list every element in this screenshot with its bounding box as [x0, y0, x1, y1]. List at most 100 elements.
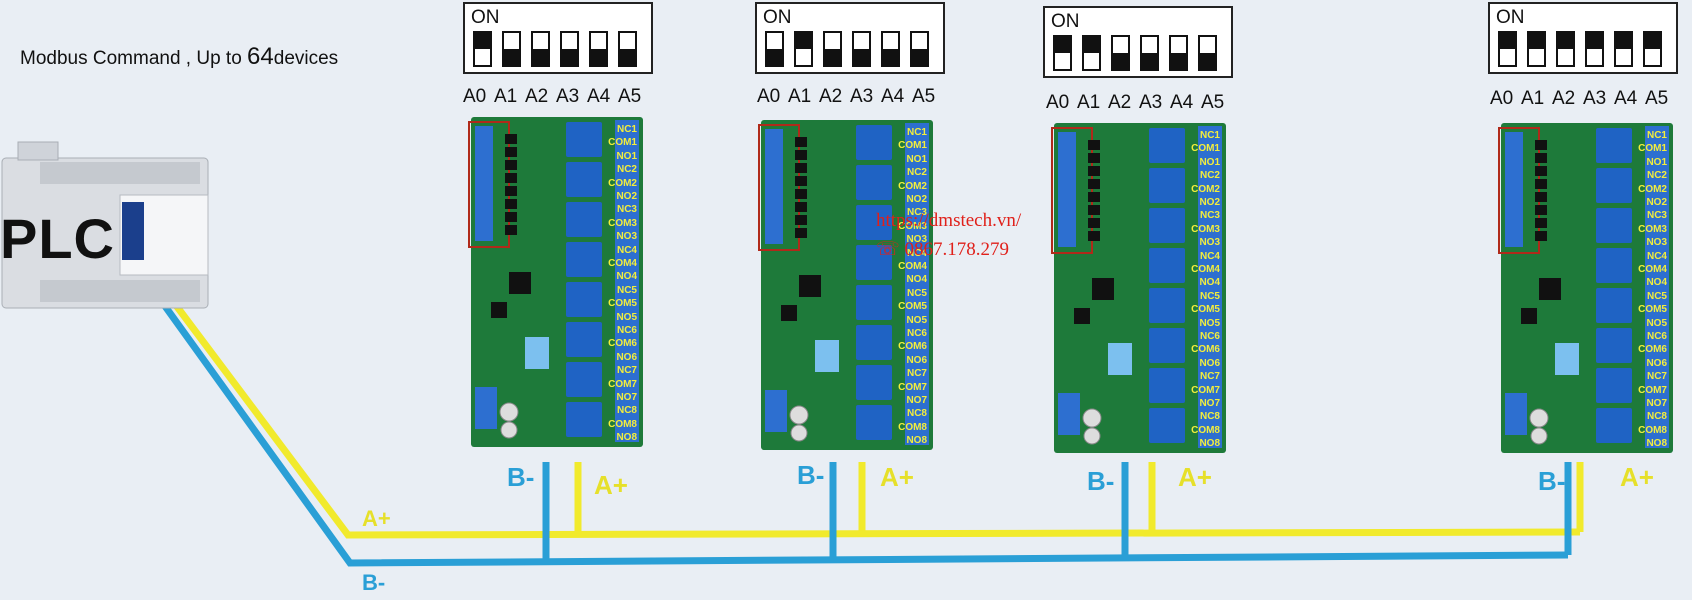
pin-label: NO4	[906, 274, 927, 286]
relay	[1149, 168, 1185, 203]
optocoupler	[795, 137, 807, 147]
pin-label: NO3	[1646, 237, 1667, 249]
plc-controller: PLC	[0, 140, 210, 315]
pin-label: COM8	[1191, 424, 1220, 436]
pin-label: NC6	[1646, 331, 1667, 342]
pin-label: COM3	[1638, 223, 1667, 235]
pin-label: NO4	[1646, 277, 1667, 289]
dip-switch-a0	[1053, 35, 1072, 71]
relay	[1149, 288, 1185, 323]
pin-label: NC1	[1646, 130, 1667, 141]
pin-label: COM7	[1191, 384, 1220, 396]
relay	[566, 202, 602, 237]
optocoupler	[1088, 166, 1100, 176]
capacitor	[790, 424, 808, 442]
pin-label: COM4	[1191, 264, 1220, 275]
dip-switch-a1	[502, 31, 521, 67]
dip-switch-a4	[589, 31, 608, 67]
pin-label: COM5	[898, 301, 927, 313]
pin-label: NO3	[616, 231, 637, 243]
optocoupler	[795, 189, 807, 199]
a-plus-label-2: A+	[880, 462, 914, 492]
relay	[1596, 368, 1632, 403]
ic-chip	[781, 305, 797, 321]
pin-label: NO7	[616, 392, 637, 403]
dip-switch-a5	[618, 31, 637, 67]
pin-label: COM7	[1638, 384, 1667, 396]
capacitor	[1530, 427, 1548, 445]
pin-label: NO5	[1646, 317, 1667, 329]
optocoupler	[505, 173, 517, 183]
dip-switch-a4	[1169, 35, 1188, 71]
optocoupler	[1088, 231, 1100, 241]
relay	[566, 162, 602, 197]
optocoupler	[1088, 140, 1100, 150]
pin-label: NO3	[1199, 237, 1220, 249]
a-plus-wire-main	[169, 297, 1581, 539]
pin-label: COM8	[608, 418, 637, 430]
ic-chip	[799, 275, 821, 297]
dip-switch-block	[1108, 343, 1132, 375]
relay-board-graphic	[1051, 123, 1226, 453]
pin-label: COM6	[608, 338, 637, 350]
input-terminal	[475, 126, 493, 241]
power-terminal	[475, 387, 497, 429]
dip-switch-a3	[852, 31, 871, 67]
dip-on-label: ON	[471, 7, 500, 28]
pin-label: NC3	[1646, 210, 1667, 222]
pin-label: NO8	[1646, 438, 1667, 450]
relay	[856, 165, 892, 200]
pin-label: NC5	[616, 284, 637, 296]
a-plus-label-3: A+	[1178, 462, 1212, 492]
pin-label: NO6	[1646, 357, 1667, 369]
optocoupler	[505, 225, 517, 235]
pin-label: COM3	[1191, 223, 1220, 235]
b-minus-label-main: B-	[362, 570, 386, 595]
relay	[1596, 128, 1632, 163]
relay	[1149, 248, 1185, 283]
dip-switch-a4	[1614, 31, 1633, 67]
relay	[1596, 248, 1632, 283]
optocoupler	[505, 212, 517, 222]
optocoupler	[1088, 192, 1100, 202]
dip-on-label: ON	[763, 7, 792, 28]
input-terminal	[765, 129, 783, 244]
optocoupler	[505, 160, 517, 170]
caption-prefix: Modbus Command , Up to	[20, 48, 248, 69]
pin-label: COM2	[898, 180, 927, 192]
dip-switch-block	[525, 337, 549, 369]
relay	[856, 245, 892, 280]
dip-switch-a1	[794, 31, 813, 67]
pin-label: NO7	[1646, 398, 1667, 409]
optocoupler	[795, 202, 807, 212]
dip-switch-a2	[531, 31, 550, 67]
optocoupler	[1535, 166, 1547, 176]
optocoupler	[505, 186, 517, 196]
dip-switch-a5	[1643, 31, 1662, 67]
optocoupler	[795, 228, 807, 238]
b-minus-label-1: B-	[507, 462, 535, 492]
dip-switch-block	[815, 340, 839, 372]
ic-chip	[491, 302, 507, 318]
pin-label: COM1	[1191, 143, 1220, 155]
a-plus-label-1: A+	[594, 470, 628, 500]
dip-switch-a4	[881, 31, 900, 67]
pin-label: NC3	[616, 204, 637, 216]
b-minus-label-2: B-	[797, 460, 825, 490]
pin-label: NO2	[906, 194, 927, 205]
pin-label: NC5	[1646, 290, 1667, 302]
pin-label: NC3	[1199, 210, 1220, 222]
pin-label: COM4	[1638, 264, 1667, 275]
pin-label: NO6	[906, 354, 927, 366]
dip-switch-a1	[1527, 31, 1546, 67]
input-terminal	[1058, 132, 1076, 247]
relay	[856, 365, 892, 400]
pin-label: NC6	[616, 325, 637, 336]
pin-label: NC2	[616, 164, 637, 176]
pin-label: NO6	[616, 351, 637, 363]
pin-label: NO1	[906, 153, 927, 165]
